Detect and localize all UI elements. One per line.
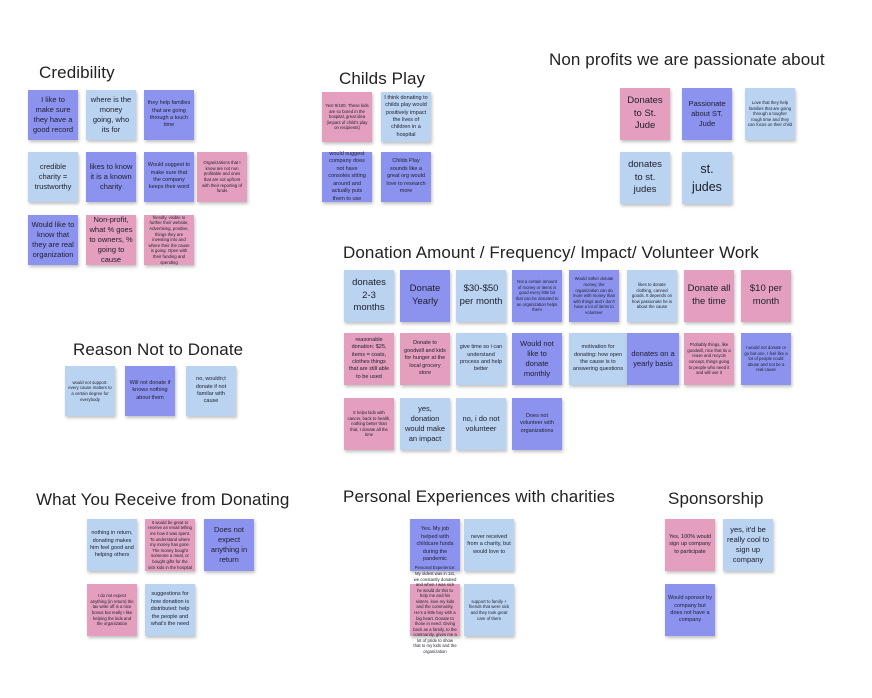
sticky-note[interactable]: donates to st. judes <box>620 152 670 204</box>
sticky-note[interactable]: friendly, visible to further their websi… <box>144 215 194 265</box>
sticky-note[interactable]: support to family + friends that were si… <box>464 584 514 636</box>
sticky-note[interactable]: Personal Experience: My oldest was in 1s… <box>410 565 460 654</box>
sticky-note[interactable]: Childs Play sounds like a great org woul… <box>381 152 431 202</box>
section-title-personal-experiences: Personal Experiences with charities <box>343 487 615 506</box>
sticky-note[interactable]: Does not expect anything in return <box>204 519 254 571</box>
sticky-note[interactable]: nothing in return, donating makes him fe… <box>87 519 137 571</box>
sticky-note[interactable]: Yes, 100% would sign up company to parti… <box>665 519 715 571</box>
section-title-reason-not-to-donate: Reason Not to Donate <box>73 340 244 359</box>
sticky-note[interactable]: Donate Yearly <box>400 270 450 322</box>
sticky-note[interactable]: st. judes <box>682 152 732 204</box>
sticky-note[interactable]: reasonable donation: $25, items = coats,… <box>344 333 394 385</box>
sticky-note[interactable]: Would like to know that they are real or… <box>28 215 78 265</box>
sticky-note[interactable]: likes to know it is a known charity <box>86 152 136 202</box>
sticky-note[interactable]: Would rather donate money, the organizat… <box>569 270 619 322</box>
sticky-note[interactable]: I think donating to childs play would po… <box>381 92 431 142</box>
sticky-note[interactable]: $30-$50 per month <box>456 270 506 322</box>
sticky-note[interactable]: would not support: every cause matters t… <box>65 366 115 416</box>
sticky-note[interactable]: It helps kids with cancer, back to healt… <box>344 398 394 450</box>
sticky-note[interactable]: likes to donate clothing, canned goods. … <box>627 270 677 322</box>
sticky-note[interactable]: Donate all the time <box>684 270 734 322</box>
sticky-note[interactable]: give time so i can understand process an… <box>456 333 506 385</box>
sticky-note[interactable]: Love that they help families that are go… <box>745 88 795 140</box>
sticky-note[interactable]: Donates to St. Jude <box>620 88 670 140</box>
sticky-note[interactable]: Will not donate if knows nothing about t… <box>125 366 175 416</box>
sticky-note[interactable]: yes, it'd be really cool to sign up comp… <box>723 519 773 571</box>
sticky-note[interactable]: Yes! 9/100. These kids are so bored in t… <box>322 92 372 142</box>
sticky-note[interactable]: It would be great to receive an email te… <box>145 519 195 571</box>
section-title-childs-play: Childs Play <box>339 69 426 88</box>
section-title-credibility: Credibility <box>39 63 115 82</box>
sticky-note[interactable]: donates on a yearly basis <box>627 333 679 385</box>
sticky-note[interactable]: Would suggest to make sure that the comp… <box>144 152 194 202</box>
sticky-note[interactable]: Would sponsor by company but does not ha… <box>665 584 715 636</box>
section-title-non-profits: Non profits we are passionate about <box>549 50 825 69</box>
sticky-note[interactable]: Non-profit, what % goes to owners, % goi… <box>86 215 136 265</box>
sticky-note[interactable]: they help families that are going throug… <box>144 90 194 140</box>
section-title-sponsorship: Sponsorship <box>668 489 764 508</box>
sticky-note[interactable]: Donate to goodwill and kids for hunger a… <box>400 333 450 385</box>
sticky-note[interactable]: suggestions for how donation is distribu… <box>145 584 195 636</box>
sticky-note[interactable]: no, wouldn;t donate if not familar with … <box>186 366 236 416</box>
sticky-note[interactable]: I would not donate or go but one, I feel… <box>741 333 791 385</box>
sticky-note[interactable]: never received from a charity, but would… <box>464 519 514 571</box>
sticky-note[interactable]: Not a certain amount of money or items i… <box>512 270 562 322</box>
sticky-note[interactable]: Organizations that I know are not non pr… <box>197 152 247 202</box>
section-title-donation: Donation Amount / Frequency/ Impact/ Vol… <box>343 243 759 262</box>
sticky-note[interactable]: credible charity = trustworthy <box>28 152 78 202</box>
sticky-note[interactable]: Probably things, like goodwill, nice tha… <box>684 333 734 385</box>
sticky-note[interactable]: $10 per month <box>741 270 791 322</box>
section-title-what-you-receive: What You Receive from Donating <box>36 490 290 509</box>
sticky-note[interactable]: Yes. My job helped with childcare funds … <box>410 519 460 571</box>
sticky-note[interactable]: donates 2-3 months <box>344 270 394 322</box>
sticky-note[interactable]: yes, donation would make an impact <box>400 398 450 450</box>
sticky-note[interactable]: would suggest company does not have cons… <box>322 151 372 202</box>
sticky-note[interactable]: Would not like to donate monthly <box>512 333 562 385</box>
sticky-note[interactable]: I like to make sure they have a good rec… <box>28 90 78 140</box>
sticky-note[interactable]: I do not expect anything (in return) the… <box>87 584 137 636</box>
sticky-note[interactable]: no, i do not volunteer <box>456 398 506 450</box>
sticky-note[interactable]: where is the money going, who its for <box>86 90 136 140</box>
sticky-note[interactable]: Passionate about ST. Jude <box>682 88 732 140</box>
sticky-note[interactable]: motivation for donating: how open the ca… <box>569 333 627 385</box>
sticky-note[interactable]: Does not volunteer with organizations <box>512 398 562 450</box>
